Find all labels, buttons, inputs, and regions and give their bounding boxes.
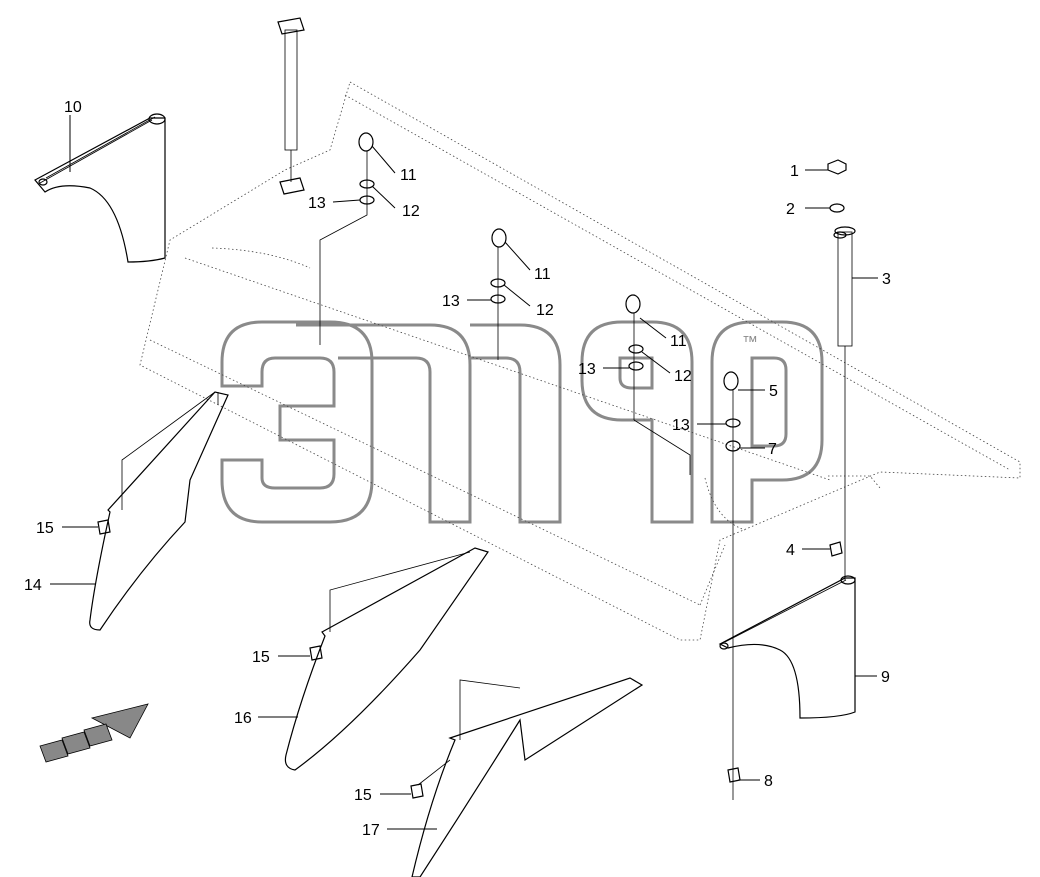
callout-1: 1 [790, 163, 799, 180]
part-17 [410, 677, 644, 877]
callout-13: 13 [442, 293, 460, 310]
eyebolt-group-d [723, 371, 741, 800]
callout-15: 15 [252, 649, 270, 666]
watermark-logo: ™ [220, 320, 824, 524]
callout-17: 17 [362, 822, 380, 839]
callout-4: 4 [786, 542, 795, 559]
callout-11: 11 [400, 167, 417, 184]
callout-13: 13 [308, 195, 326, 212]
callout-10: 10 [64, 99, 82, 116]
eyebolt-group-c [625, 294, 691, 475]
callout-11: 11 [670, 333, 687, 350]
watermark-trademark: ™ [742, 334, 758, 351]
callout-8: 8 [764, 773, 773, 790]
part-3 [833, 226, 856, 580]
part-14 [89, 391, 229, 631]
callout-12: 12 [536, 302, 554, 319]
gas-strut-top [277, 17, 305, 195]
callout-12: 12 [402, 203, 420, 220]
callout-leaders [50, 115, 878, 830]
callout-12: 12 [674, 368, 692, 385]
main-panel [139, 81, 1021, 641]
callout-labels: 10 11 13 12 1 2 3 11 13 12 11 13 12 5 13… [24, 99, 891, 839]
callout-5: 5 [769, 383, 778, 400]
callout-9: 9 [881, 669, 890, 686]
callout-14: 14 [24, 577, 42, 594]
direction-arrow-icon [39, 703, 149, 763]
callout-15: 15 [354, 787, 372, 804]
part-10 [34, 113, 166, 263]
callout-7: 7 [768, 441, 777, 458]
part-16 [284, 547, 489, 771]
eyebolt-group-a [319, 132, 375, 345]
callout-2: 2 [786, 201, 795, 218]
callout-11: 11 [534, 266, 551, 283]
part-9 [718, 541, 856, 783]
callout-3: 3 [882, 271, 891, 288]
callout-16: 16 [234, 710, 252, 727]
eyebolt-group-b [490, 228, 507, 360]
callout-13: 13 [672, 417, 690, 434]
callout-15: 15 [36, 520, 54, 537]
hardware-right [827, 159, 847, 213]
callout-13: 13 [578, 361, 596, 378]
